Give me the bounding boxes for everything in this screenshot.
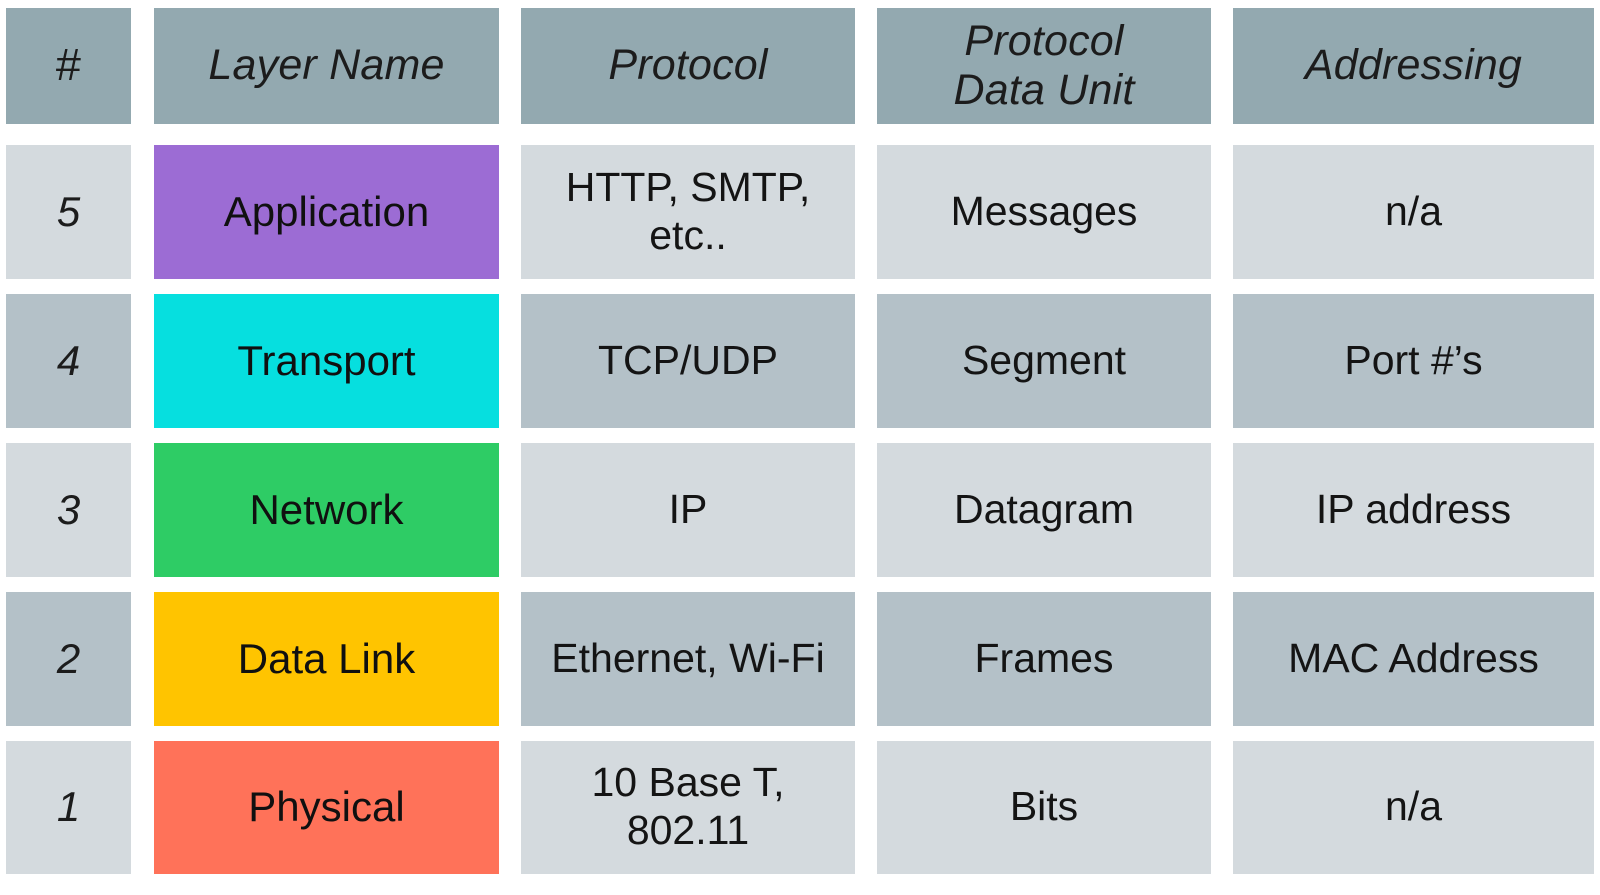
- cell-protocol-data-unit: Datagram: [866, 435, 1222, 584]
- cell-layer-name: Network: [143, 435, 510, 584]
- cell-layer-name: Application: [143, 137, 510, 286]
- table-row: 1 Physical 10 Base T, 802.11 Bits n/a: [0, 733, 1600, 881]
- cell-protocol: Ethernet, Wi-Fi: [510, 584, 866, 733]
- layer-number-label: 1: [56, 783, 81, 831]
- table-row: 3 Network IP Datagram IP address: [0, 435, 1600, 584]
- protocol-data-unit-label: Bits: [1009, 783, 1079, 830]
- header-label-addressing: Addressing: [1304, 41, 1523, 90]
- layer-number-label: 4: [56, 336, 81, 384]
- header-label-number: #: [55, 39, 82, 91]
- protocol-label: IP: [668, 485, 708, 532]
- cell-layer-name: Transport: [143, 286, 510, 435]
- header-cell-layer-name: Layer Name: [143, 0, 510, 131]
- cell-protocol-data-unit: Messages: [866, 137, 1222, 286]
- cell-layer-name: Physical: [143, 733, 510, 881]
- addressing-label: MAC Address: [1288, 634, 1539, 681]
- layer-name-label: Application: [223, 187, 430, 235]
- cell-addressing: n/a: [1222, 733, 1600, 881]
- table-header-row: # Layer Name Protocol Protocol Data Unit…: [0, 0, 1600, 137]
- cell-layer-number: 5: [0, 137, 143, 286]
- cell-addressing: n/a: [1222, 137, 1600, 286]
- cell-protocol-data-unit: Frames: [866, 584, 1222, 733]
- layer-color-swatch: Transport: [154, 293, 499, 428]
- layer-number-label: 3: [56, 485, 81, 533]
- cell-layer-name: Data Link: [143, 584, 510, 733]
- cell-protocol: TCP/UDP: [510, 286, 866, 435]
- table-row: 5 Application HTTP, SMTP, etc.. Messages…: [0, 137, 1600, 286]
- cell-addressing: IP address: [1222, 435, 1600, 584]
- header-label-layer-name: Layer Name: [208, 41, 445, 90]
- cell-addressing: Port #’s: [1222, 286, 1600, 435]
- table-row: 4 Transport TCP/UDP Segment Port #’s: [0, 286, 1600, 435]
- protocol-data-unit-label: Segment: [961, 336, 1127, 383]
- header-cell-protocol: Protocol: [510, 0, 866, 131]
- cell-layer-number: 1: [0, 733, 143, 881]
- cell-protocol: 10 Base T, 802.11: [510, 733, 866, 881]
- addressing-label: IP address: [1315, 485, 1512, 532]
- cell-layer-number: 2: [0, 584, 143, 733]
- table-row: 2 Data Link Ethernet, Wi-Fi Frames MAC A…: [0, 584, 1600, 733]
- addressing-label: n/a: [1385, 783, 1442, 830]
- layer-color-swatch: Application: [154, 144, 499, 279]
- layer-color-swatch: Data Link: [154, 591, 499, 726]
- protocol-label: 10 Base T, 802.11: [591, 759, 785, 853]
- cell-protocol: IP: [510, 435, 866, 584]
- protocol-label: Ethernet, Wi-Fi: [551, 634, 825, 681]
- protocol-label: TCP/UDP: [598, 336, 778, 383]
- protocol-data-unit-label: Datagram: [953, 485, 1134, 532]
- layer-color-swatch: Network: [154, 442, 499, 577]
- protocol-label: HTTP, SMTP, etc..: [565, 163, 811, 258]
- cell-protocol: HTTP, SMTP, etc..: [510, 137, 866, 286]
- cell-addressing: MAC Address: [1222, 584, 1600, 733]
- header-label-protocol: Protocol: [608, 41, 768, 90]
- cell-layer-number: 3: [0, 435, 143, 584]
- cell-layer-number: 4: [0, 286, 143, 435]
- layer-name-label: Physical: [248, 783, 405, 831]
- cell-protocol-data-unit: Segment: [866, 286, 1222, 435]
- layer-name-label: Transport: [237, 336, 416, 384]
- layer-number-label: 2: [56, 634, 81, 682]
- addressing-label: Port #’s: [1344, 336, 1483, 383]
- layer-color-swatch: Physical: [154, 740, 499, 874]
- header-cell-protocol-data-unit: Protocol Data Unit: [866, 0, 1222, 131]
- header-cell-addressing: Addressing: [1222, 0, 1600, 131]
- layer-number-label: 5: [56, 187, 81, 235]
- layer-name-label: Data Link: [237, 634, 416, 682]
- header-cell-number: #: [0, 0, 143, 131]
- protocol-data-unit-label: Frames: [974, 634, 1114, 681]
- cell-protocol-data-unit: Bits: [866, 733, 1222, 881]
- addressing-label: n/a: [1385, 187, 1442, 234]
- protocol-data-unit-label: Messages: [950, 187, 1138, 234]
- layer-name-label: Network: [249, 485, 404, 533]
- header-label-protocol-data-unit: Protocol Data Unit: [953, 17, 1135, 114]
